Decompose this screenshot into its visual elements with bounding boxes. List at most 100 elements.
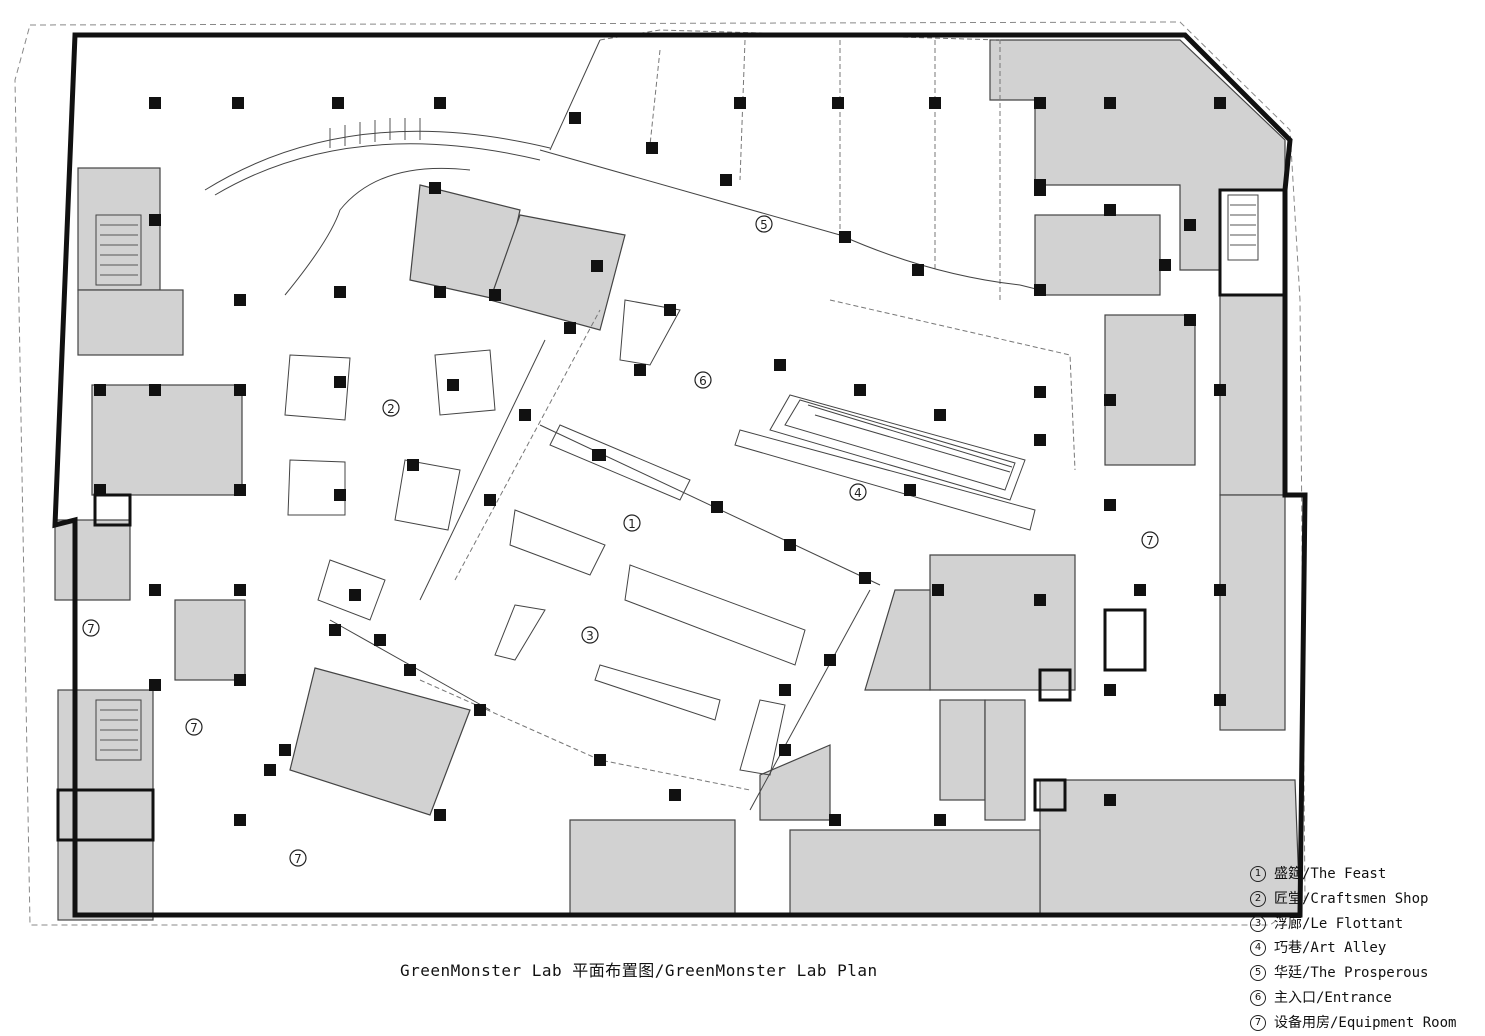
structural-column bbox=[374, 634, 386, 646]
structural-column bbox=[407, 459, 419, 471]
structural-column bbox=[1184, 219, 1196, 231]
structural-column bbox=[720, 174, 732, 186]
structural-column bbox=[519, 409, 531, 421]
structural-column bbox=[594, 754, 606, 766]
structural-column bbox=[349, 589, 361, 601]
structural-column bbox=[854, 384, 866, 396]
structural-column bbox=[1159, 259, 1171, 271]
outer-wall bbox=[52, 32, 1308, 918]
curved-counter bbox=[204, 130, 551, 296]
zone-marker-circle bbox=[849, 483, 867, 501]
zone-marker-circle bbox=[185, 718, 203, 736]
structural-column bbox=[447, 379, 459, 391]
zone-marker-number: 3 bbox=[586, 629, 594, 643]
structural-column bbox=[149, 384, 161, 396]
structural-column bbox=[1214, 694, 1226, 706]
structural-column bbox=[149, 679, 161, 691]
structural-column bbox=[829, 814, 841, 826]
structural-column bbox=[329, 624, 341, 636]
zone-marker-circle bbox=[82, 619, 100, 637]
service-blocks bbox=[54, 39, 1301, 921]
structural-column bbox=[1034, 434, 1046, 446]
legend-item: 3 浮廊/Le Flottant bbox=[1250, 912, 1480, 937]
structural-column bbox=[859, 572, 871, 584]
zone-marker-number: 2 bbox=[387, 402, 395, 416]
structural-column bbox=[634, 364, 646, 376]
structural-column bbox=[1104, 204, 1116, 216]
structural-column bbox=[94, 384, 106, 396]
legend-number: 4 bbox=[1250, 940, 1266, 957]
stairs bbox=[95, 118, 1259, 761]
zone-marker: 4 bbox=[849, 483, 867, 501]
structural-column bbox=[564, 322, 576, 334]
legend-label: 盛筵/The Feast bbox=[1274, 866, 1387, 882]
structural-column bbox=[734, 97, 746, 109]
structural-column bbox=[1104, 97, 1116, 109]
structural-column bbox=[149, 584, 161, 596]
structural-column bbox=[774, 359, 786, 371]
structural-column bbox=[1214, 97, 1226, 109]
structural-column bbox=[234, 674, 246, 686]
structural-column bbox=[1214, 384, 1226, 396]
structural-column bbox=[591, 260, 603, 272]
structural-column bbox=[824, 654, 836, 666]
zone-marker-number: 4 bbox=[854, 486, 862, 500]
structural-column bbox=[832, 97, 844, 109]
structural-column bbox=[429, 182, 441, 194]
zone-marker-circle bbox=[755, 215, 773, 233]
structural-column bbox=[839, 231, 851, 243]
legend-number: 6 bbox=[1250, 989, 1266, 1006]
core-wall-c bbox=[1103, 608, 1147, 672]
zone-marker-circle bbox=[289, 849, 307, 867]
legend-label: 设备用房/Equipment Room bbox=[1274, 1014, 1457, 1031]
zone-marker-circle bbox=[694, 371, 712, 389]
structural-column bbox=[434, 286, 446, 298]
legend-label: 华廷/The Prosperous bbox=[1274, 965, 1429, 982]
structural-column bbox=[932, 584, 944, 596]
columns bbox=[94, 97, 1226, 826]
legend-number: 7 bbox=[1250, 1014, 1266, 1031]
zone-marker: 7 bbox=[289, 849, 307, 867]
zone-marker: 3 bbox=[581, 626, 599, 644]
legend-item: 7 设备用房/Equipment Room bbox=[1250, 1011, 1480, 1036]
structural-column bbox=[1214, 584, 1226, 596]
structural-column bbox=[149, 97, 161, 109]
structural-column bbox=[94, 484, 106, 496]
zone-marker-circle bbox=[1141, 531, 1159, 549]
zone-marker: 1 bbox=[623, 514, 641, 532]
structural-column bbox=[484, 494, 496, 506]
core-wall-f bbox=[93, 493, 132, 527]
structural-column bbox=[1034, 179, 1046, 191]
zone-marker-number: 7 bbox=[87, 622, 95, 636]
structural-column bbox=[669, 789, 681, 801]
structural-column bbox=[1104, 499, 1116, 511]
legend-number: 3 bbox=[1250, 915, 1266, 932]
structural-column bbox=[1034, 284, 1046, 296]
structural-column bbox=[264, 764, 276, 776]
structural-column bbox=[784, 539, 796, 551]
legend-label: 浮廊/Le Flottant bbox=[1274, 915, 1404, 932]
structural-column bbox=[1104, 794, 1116, 806]
zone-marker-number: 5 bbox=[760, 218, 768, 232]
zone-marker-number: 7 bbox=[1146, 534, 1154, 548]
escalator bbox=[769, 394, 1026, 501]
structural-column bbox=[332, 97, 344, 109]
legend-label: 巧巷/Art Alley bbox=[1274, 940, 1387, 957]
structural-column bbox=[434, 97, 446, 109]
zone-marker: 5 bbox=[755, 215, 773, 233]
structural-column bbox=[279, 744, 291, 756]
structural-column bbox=[711, 501, 723, 513]
structural-column bbox=[912, 264, 924, 276]
structural-column bbox=[1034, 97, 1046, 109]
structural-column bbox=[232, 97, 244, 109]
plan-caption: GreenMonster Lab 平面布置图/GreenMonster Lab … bbox=[400, 961, 878, 980]
zone-marker-circle bbox=[581, 626, 599, 644]
structural-column bbox=[234, 484, 246, 496]
structural-column bbox=[569, 112, 581, 124]
